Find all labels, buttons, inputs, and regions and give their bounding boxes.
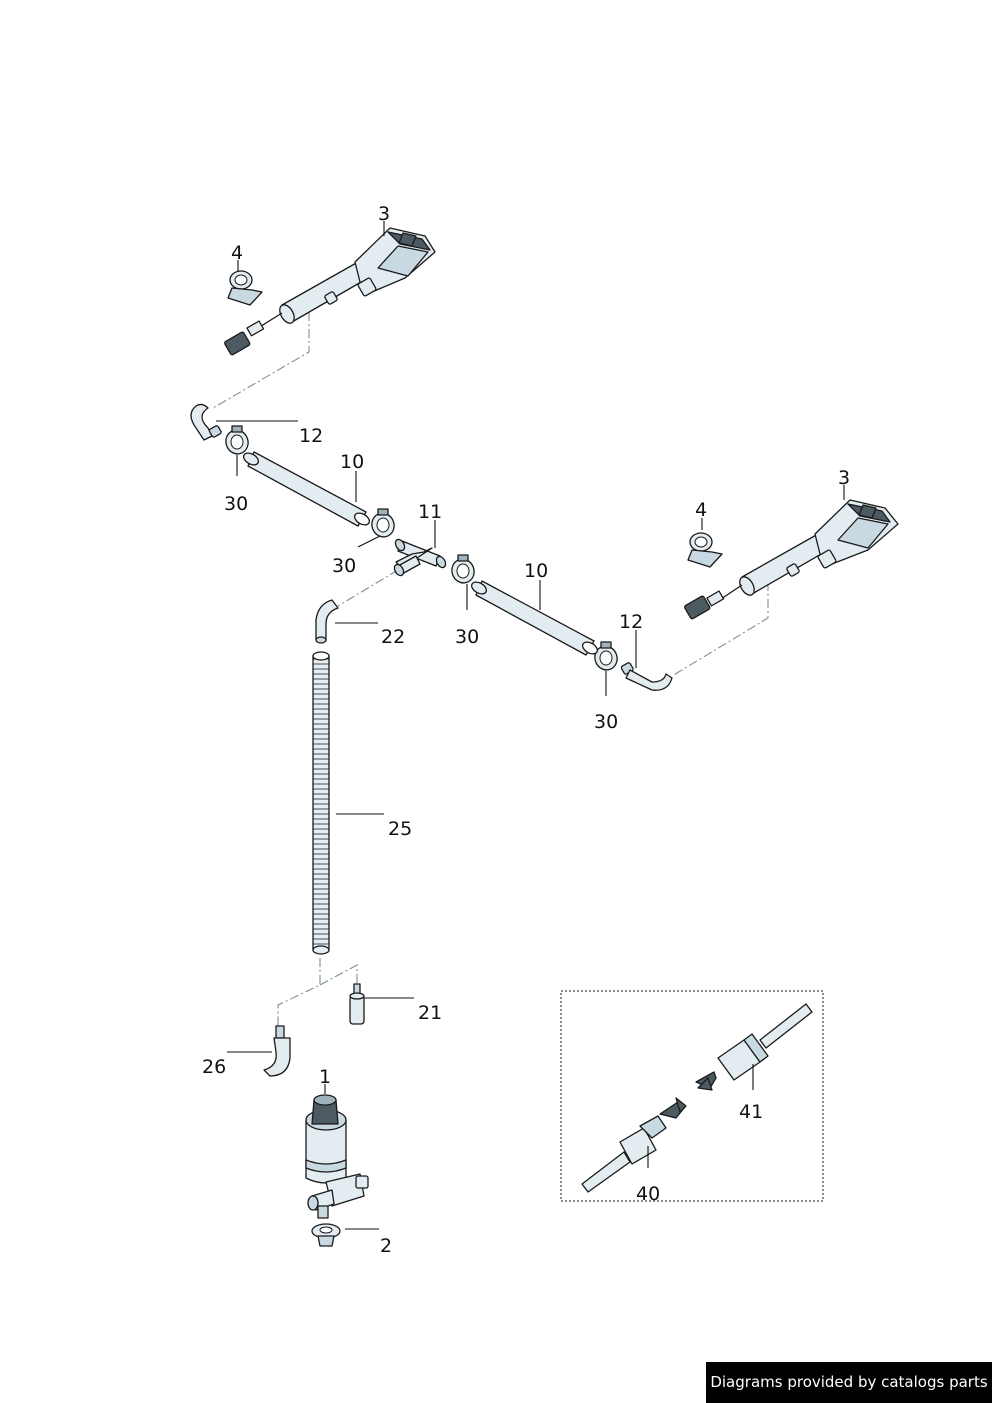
footer-credit: Diagrams provided by catalogs parts [706,1362,992,1403]
callout-30-b: 30 [332,555,356,577]
callout-26: 26 [202,1056,226,1078]
callout-10-right: 10 [524,560,548,582]
callout-4-left: 4 [231,242,243,264]
t-piece [393,538,447,577]
callout-3-right: 3 [838,467,850,489]
callout-25: 25 [388,818,412,840]
elbow-22 [315,599,339,644]
washer-pump [305,1094,369,1219]
corrugated-hose [312,651,330,955]
hose-clamp-1 [225,425,249,455]
clip-right [687,532,723,568]
callout-30-d: 30 [594,711,618,733]
callout-2: 2 [380,1235,392,1257]
hose-left [242,451,371,527]
callout-22: 22 [381,626,405,648]
callout-30-c: 30 [455,626,479,648]
hose-clamp-3 [451,554,475,584]
connector-21 [349,983,365,1025]
callout-4-right: 4 [695,499,707,521]
callout-12-right: 12 [619,611,643,633]
hose-clamp-2 [371,508,395,538]
callout-11: 11 [418,501,442,523]
inset-detail [560,990,824,1202]
clip-left [227,270,263,306]
washer-jet-right [684,499,899,620]
callout-1: 1 [319,1066,331,1088]
callout-10-left: 10 [340,451,364,473]
callout-30-a: 30 [224,493,248,515]
callout-12-left: 12 [299,425,323,447]
elbow-left [190,403,222,441]
connection-lines [212,312,769,1030]
callout-labels: 3 4 12 10 30 11 30 10 12 22 30 30 3 4 25… [202,203,850,1257]
elbow-26 [263,1025,291,1077]
leader-lines [216,221,845,1230]
callout-40: 40 [636,1183,660,1205]
hose-clamp-4 [594,641,618,671]
callout-21: 21 [418,1002,442,1024]
callout-3-left: 3 [378,203,390,225]
hose-right [470,580,599,656]
elbow-right [620,662,673,691]
callout-41: 41 [739,1101,763,1123]
grommet [311,1223,341,1247]
washer-jet-left [224,227,436,356]
